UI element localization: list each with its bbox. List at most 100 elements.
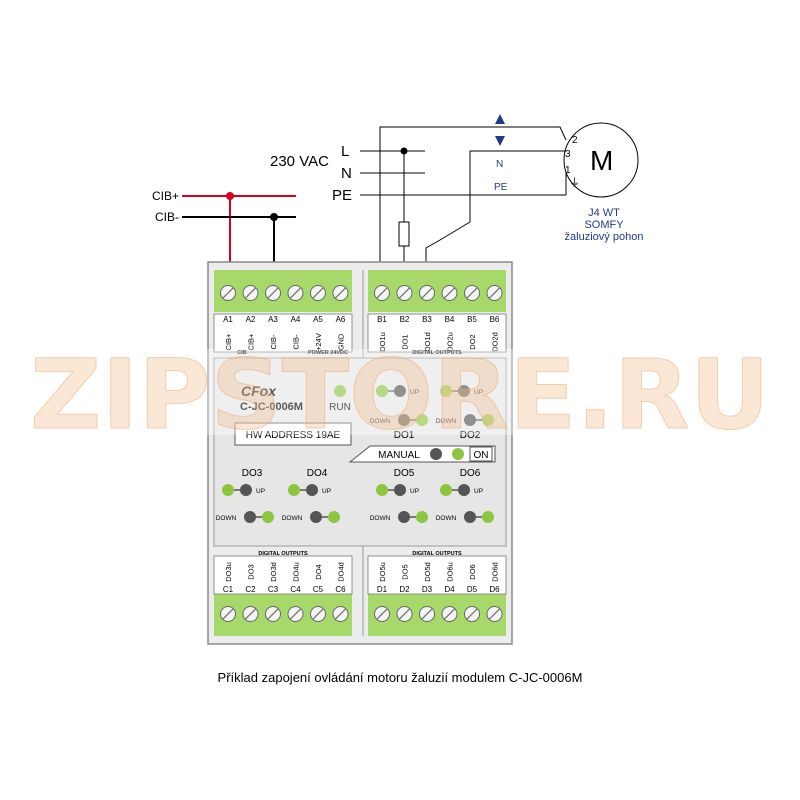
terminal-screw[interactable] xyxy=(310,606,326,622)
run-led xyxy=(334,385,346,397)
terminal-id: B3 xyxy=(422,315,432,324)
down-button[interactable] xyxy=(244,511,256,523)
down-label: DOWN xyxy=(436,515,457,522)
terminal-screw[interactable] xyxy=(242,606,259,622)
terminal-screw[interactable] xyxy=(220,285,236,301)
down-led xyxy=(262,511,274,523)
terminal-id: D3 xyxy=(422,585,433,594)
terminal-screw[interactable] xyxy=(265,285,281,301)
terminal-screw[interactable] xyxy=(310,285,326,301)
terminal-screw[interactable] xyxy=(396,606,413,622)
terminal-id: A3 xyxy=(268,315,278,324)
motor: N PE M 2 3 1 ⏚ J4 WT SOMFY žaluziový poh… xyxy=(494,114,643,243)
terminal-id: B5 xyxy=(467,315,477,324)
up-led xyxy=(222,484,234,496)
terminal-screw[interactable] xyxy=(441,606,458,622)
terminal-screw[interactable] xyxy=(287,606,304,622)
channel-label: DO2 xyxy=(460,430,481,441)
up-button[interactable] xyxy=(394,385,406,397)
watermark: ZIPSTORE.RU xyxy=(18,339,782,452)
up-button[interactable] xyxy=(458,385,470,397)
terminal-group-label: POWER 24VDC xyxy=(308,350,348,356)
terminal-screw[interactable] xyxy=(441,285,458,301)
motor-pin-2: 2 xyxy=(572,135,578,146)
down-led xyxy=(416,511,428,523)
terminal-screw[interactable] xyxy=(374,285,390,301)
terminal-screw[interactable] xyxy=(242,285,259,301)
terminal-group-label: DIGITAL OUTPUTS xyxy=(412,350,462,356)
ground-symbol-icon: ⏚ xyxy=(569,176,580,189)
brand-logo: CFox xyxy=(241,383,277,399)
terminal-label-strip xyxy=(367,313,507,353)
terminal-id: D4 xyxy=(444,585,455,594)
down-led xyxy=(482,414,494,426)
terminal-id: C6 xyxy=(335,585,346,594)
front-panel: CFox C-JC-0006M HW ADDRESS 19AE RUN MANU… xyxy=(234,383,496,463)
terminal-signal: GND xyxy=(337,333,346,350)
down-button[interactable] xyxy=(464,511,476,523)
down-button[interactable] xyxy=(310,511,322,523)
down-led xyxy=(328,511,340,523)
terminal-screw[interactable] xyxy=(396,285,413,301)
terminal-screw[interactable] xyxy=(287,285,304,301)
model-label: C-JC-0006M xyxy=(240,401,303,413)
motor-circle xyxy=(563,122,639,198)
watermark-text: ZIPSTORE.RU xyxy=(30,339,770,451)
manual-led xyxy=(430,448,442,460)
down-label: DOWN xyxy=(436,418,457,425)
terminal-id: C2 xyxy=(245,585,256,594)
up-button[interactable] xyxy=(306,484,318,496)
cib-plus-junction xyxy=(226,192,234,200)
up-label: UP xyxy=(474,389,483,396)
terminal-screw[interactable] xyxy=(486,606,503,622)
motor-pin-1: 1 xyxy=(565,165,571,176)
channel-label: DO4 xyxy=(307,468,328,479)
up-button[interactable] xyxy=(458,484,470,496)
mains-wiring xyxy=(360,126,567,262)
terminal-strip xyxy=(214,270,352,312)
up-button[interactable] xyxy=(394,484,406,496)
cib-bus-wiring xyxy=(182,195,296,262)
hw-address-box xyxy=(234,422,352,446)
terminal-group-label: CIB xyxy=(237,350,247,356)
terminal-block-c: C1DO3uC2DO3C3DO3dC4DO4uC5DO4C6DO4dDIGITA… xyxy=(213,551,353,636)
terminal-screw[interactable] xyxy=(419,285,435,301)
down-label: DOWN xyxy=(216,515,237,522)
terminal-signal: DO4 xyxy=(314,564,323,579)
down-button[interactable] xyxy=(464,414,476,426)
terminal-screw[interactable] xyxy=(265,606,281,622)
run-label: RUN xyxy=(329,402,351,413)
up-label: UP xyxy=(474,488,483,495)
cib-minus-junction xyxy=(270,213,278,221)
channel-do2: DO2 UP DOWN xyxy=(436,385,494,441)
terminal-screw[interactable] xyxy=(332,285,349,301)
terminal-id: A2 xyxy=(246,315,256,324)
motor-wire-n-label: N xyxy=(496,159,503,170)
terminal-signal: CIB- xyxy=(292,334,301,350)
terminal-screw[interactable] xyxy=(374,606,390,622)
channel-label: DO1 xyxy=(394,430,415,441)
terminal-screw[interactable] xyxy=(332,606,349,622)
terminal-screw[interactable] xyxy=(464,606,480,622)
down-button[interactable] xyxy=(398,511,410,523)
terminal-signal: DO4d xyxy=(337,562,346,582)
down-button[interactable] xyxy=(398,414,410,426)
terminal-screw[interactable] xyxy=(464,285,480,301)
hw-address-label: HW ADDRESS 19AE xyxy=(246,430,341,441)
terminal-screw[interactable] xyxy=(486,285,503,301)
terminal-signal: CIB+ xyxy=(224,333,233,351)
terminal-id: B4 xyxy=(445,315,455,324)
arrow-down-icon xyxy=(495,136,505,146)
terminal-strip xyxy=(368,594,506,636)
terminal-id: D6 xyxy=(489,585,500,594)
up-button[interactable] xyxy=(240,484,252,496)
terminal-signal: +24V xyxy=(314,333,323,351)
terminal-signal: DO6u xyxy=(446,562,455,582)
terminal-screw[interactable] xyxy=(220,606,236,622)
terminal-screw[interactable] xyxy=(419,606,435,622)
motor-pin-3: 3 xyxy=(565,149,571,160)
